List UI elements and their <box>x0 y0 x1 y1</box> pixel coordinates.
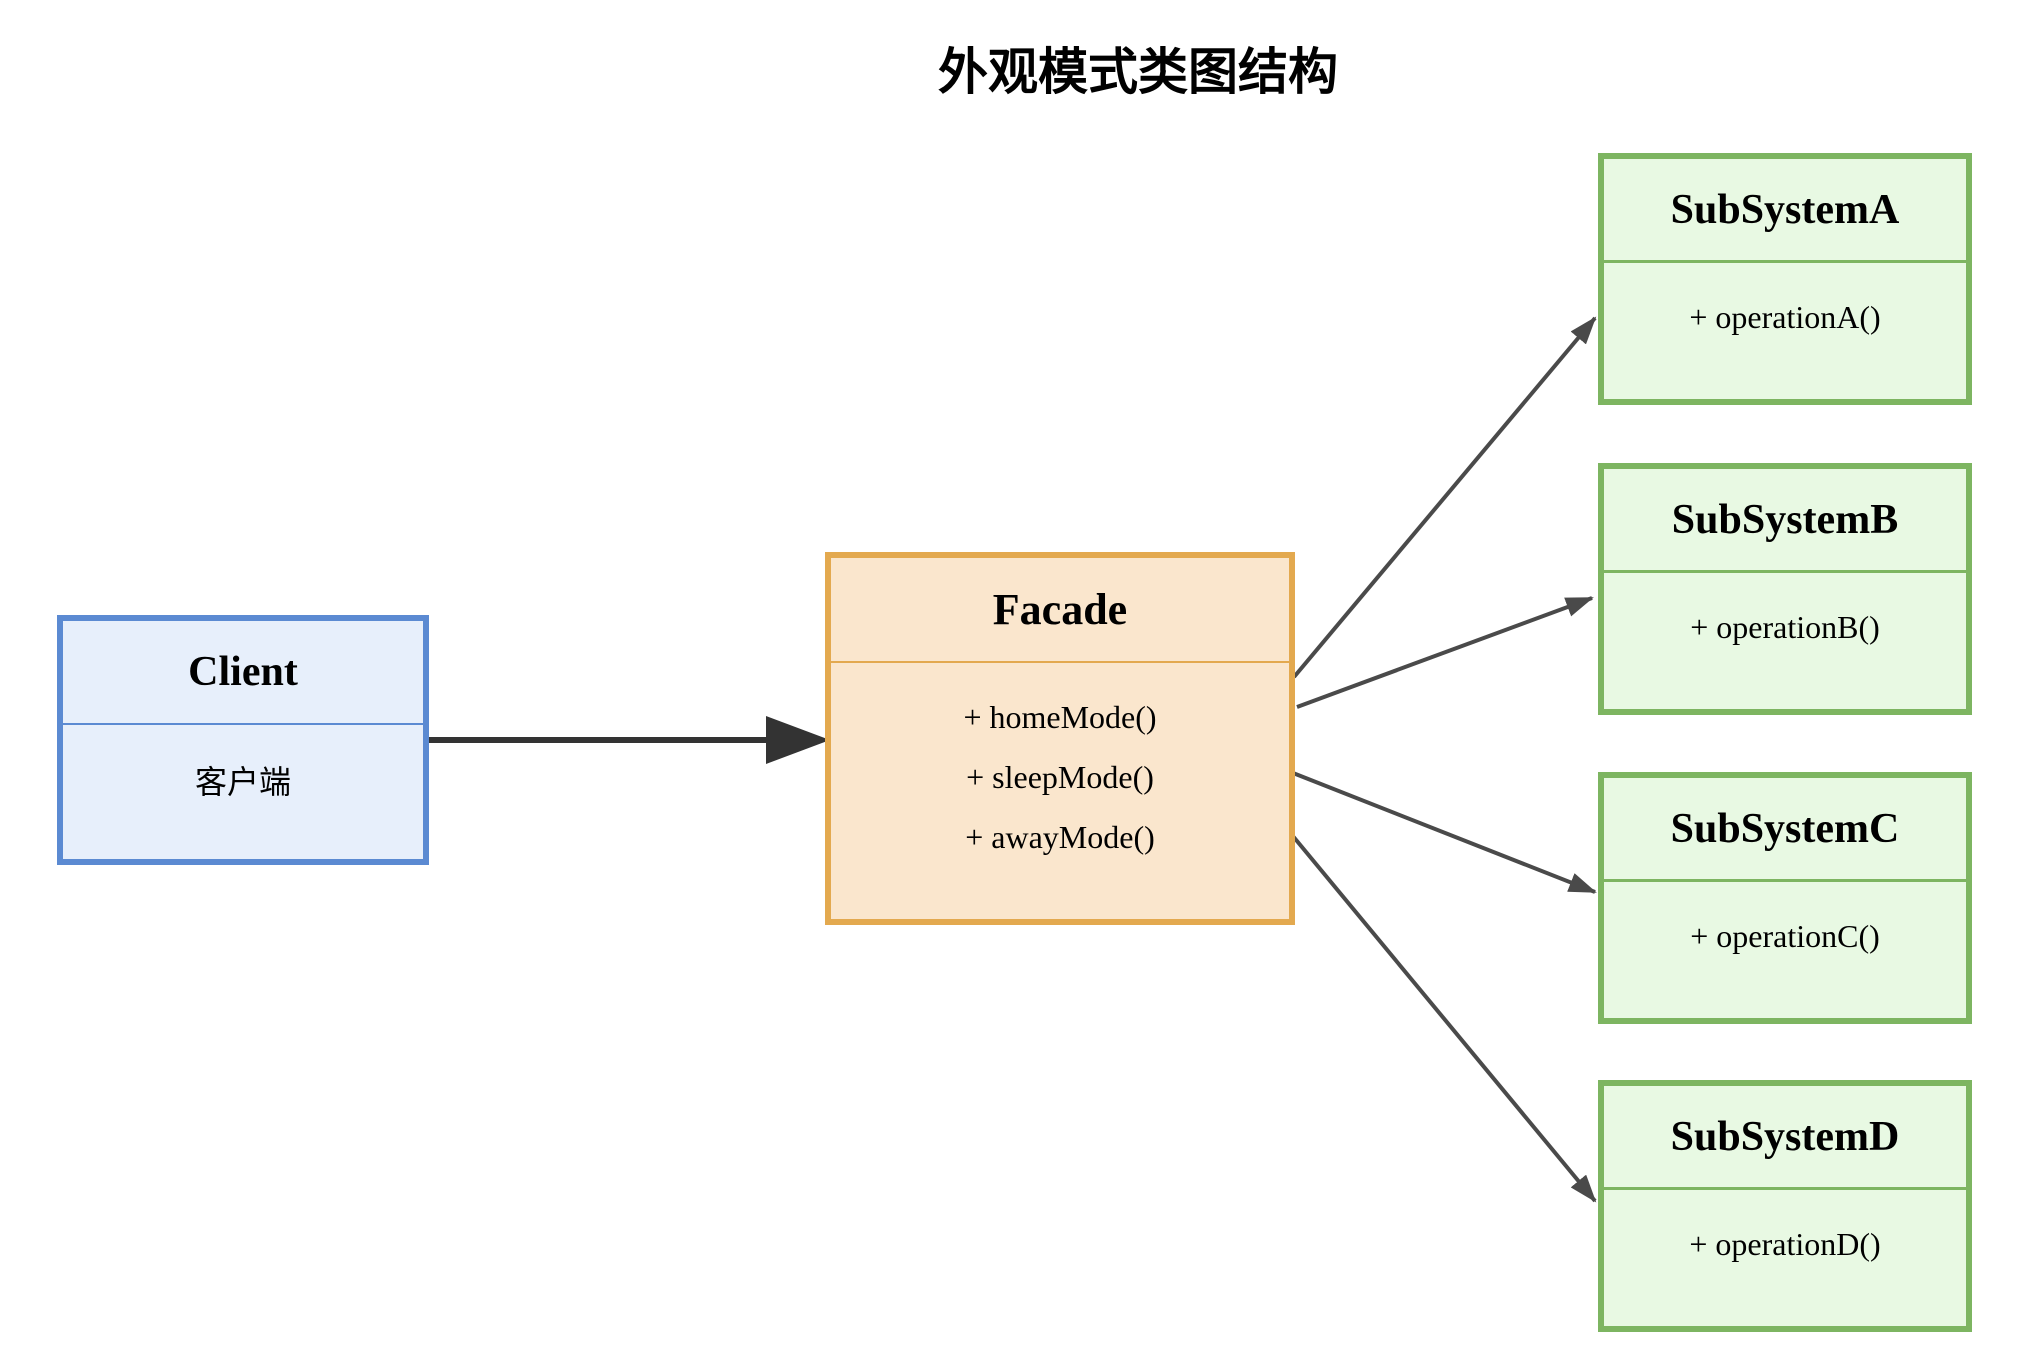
subsystem-b-class-body: + operationB() <box>1604 573 1966 657</box>
facade-method-sleep: + sleepMode() <box>966 758 1154 795</box>
subsystem-c-method: + operationC() <box>1690 917 1880 954</box>
subsystem-a-class-box: SubSystemA + operationA() <box>1598 153 1972 405</box>
subsystem-a-method: + operationA() <box>1689 298 1881 335</box>
client-class-label-cn: 客户端 <box>194 764 291 800</box>
client-class-name: Client <box>63 621 423 725</box>
subsystem-d-method: + operationD() <box>1689 1225 1881 1262</box>
facade-to-subsystem-b-arrow <box>1296 596 1594 709</box>
subsystem-b-method: + operationB() <box>1690 608 1880 645</box>
facade-class-box: Facade + homeMode() + sleepMode() + away… <box>825 552 1295 925</box>
subsystem-d-class-box: SubSystemD + operationD() <box>1598 1080 1972 1332</box>
subsystem-b-class-name: SubSystemB <box>1604 469 1966 573</box>
client-class-box: Client 客户端 <box>57 615 429 865</box>
facade-class-name: Facade <box>831 558 1289 663</box>
client-to-facade-arrowhead-icon <box>766 716 830 764</box>
diagram-title: 外观模式类图结构 <box>938 44 1338 100</box>
facade-to-subsystem-d-arrow <box>1290 833 1597 1203</box>
facade-class-body: + homeMode() + sleepMode() + awayMode() <box>831 663 1289 867</box>
subsystem-c-class-body: + operationC() <box>1604 882 1966 966</box>
subsystem-c-class-name: SubSystemC <box>1604 778 1966 882</box>
subsystem-c-class-box: SubSystemC + operationC() <box>1598 772 1972 1024</box>
facade-to-subsystem-c-arrow <box>1292 771 1597 894</box>
subsystem-a-class-name: SubSystemA <box>1604 159 1966 263</box>
facade-to-subsystem-a-arrow <box>1292 316 1597 679</box>
subsystem-d-class-name: SubSystemD <box>1604 1086 1966 1190</box>
subsystem-a-class-body: + operationA() <box>1604 263 1966 347</box>
subsystem-b-class-box: SubSystemB + operationB() <box>1598 463 1972 715</box>
subsystem-d-class-body: + operationD() <box>1604 1190 1966 1274</box>
facade-method-home: + homeMode() <box>963 698 1157 735</box>
client-class-body: 客户端 <box>63 725 423 810</box>
facade-method-away: + awayMode() <box>965 818 1155 855</box>
